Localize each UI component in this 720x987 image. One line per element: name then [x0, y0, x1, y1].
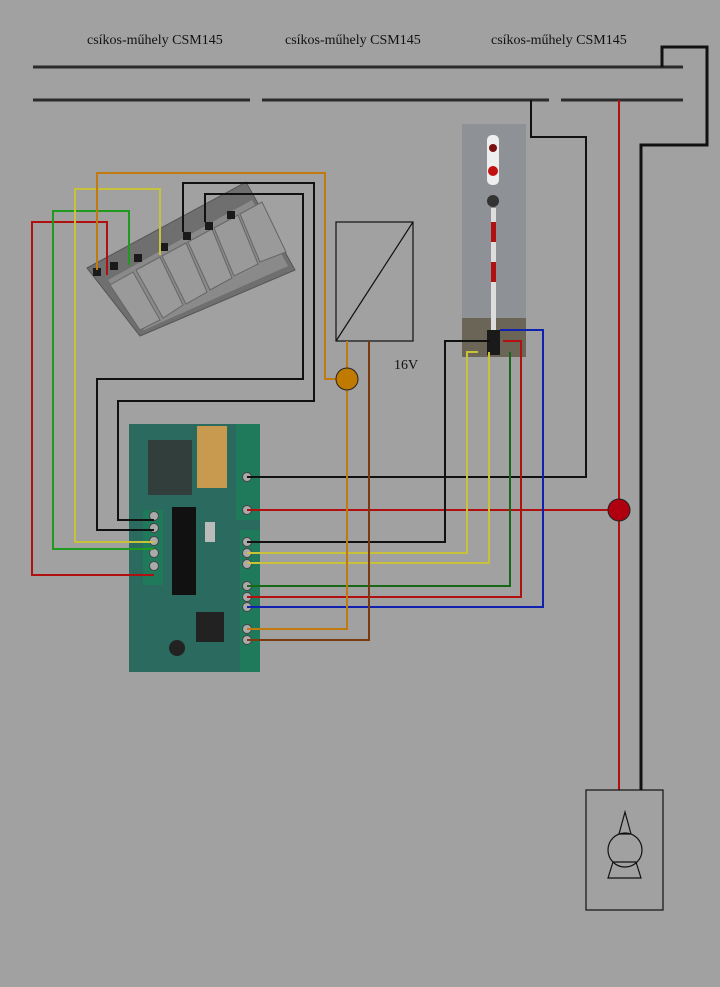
wire-black-track-feed — [247, 100, 587, 478]
brand-label-2: csíkos-műhely CSM145 — [285, 33, 421, 48]
wire-yellow-signal-2 — [247, 352, 490, 564]
wire-red-button — [31, 221, 154, 576]
light-signal — [462, 124, 526, 357]
brand-label-3: csíkos-műhely CSM145 — [491, 33, 627, 48]
wire-brown-power — [247, 341, 370, 641]
point-motor — [585, 789, 664, 911]
wires — [31, 45, 709, 790]
transformer — [335, 221, 414, 342]
wire-orange-button — [96, 172, 347, 380]
wire-black-motor — [639, 45, 709, 790]
wire-orange-power — [247, 341, 348, 630]
junction-red — [607, 498, 631, 522]
wire-green-button — [52, 210, 154, 550]
brand-label-1: csíkos-műhely CSM145 — [87, 33, 223, 48]
junction-orange — [335, 367, 359, 391]
wire-black-button-1 — [117, 182, 315, 521]
wire-red-signal — [247, 340, 522, 598]
wire-blue-signal — [247, 329, 544, 608]
wire-yellow-signal-1 — [247, 351, 478, 554]
push-button-panel — [86, 181, 296, 337]
wire-black-button-2 — [96, 193, 304, 531]
wire-yellow-button — [74, 188, 161, 543]
voltage-label: 16V — [394, 358, 419, 373]
wire-green-signal — [247, 352, 511, 587]
tracks — [33, 65, 683, 102]
csm145-board — [129, 424, 260, 672]
